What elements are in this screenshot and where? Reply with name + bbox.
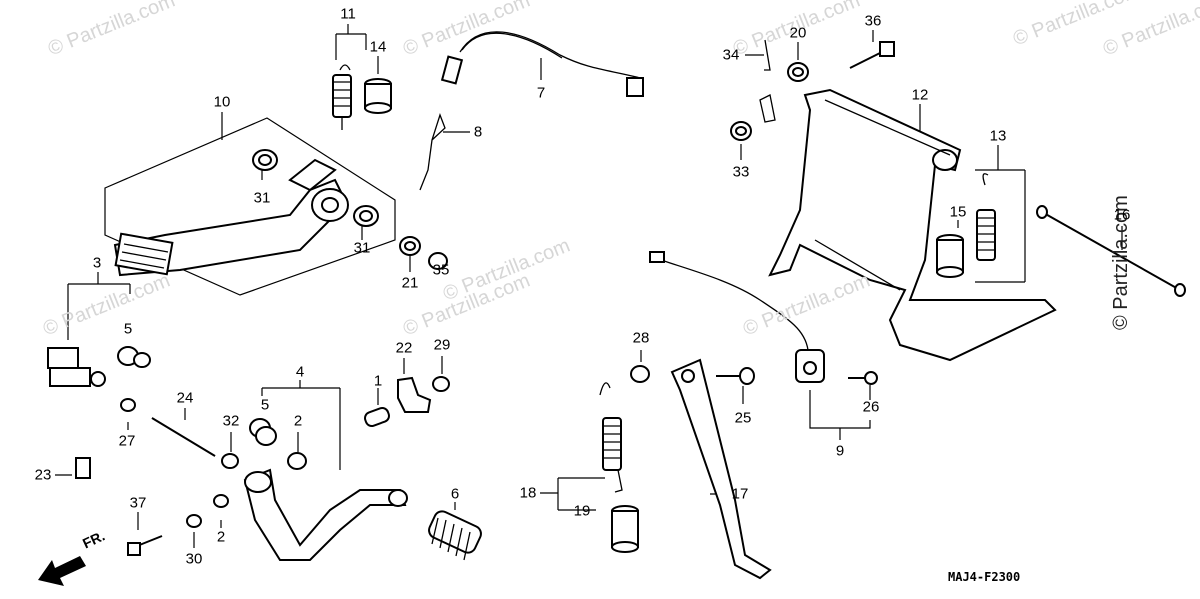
joint-3 — [47, 347, 106, 387]
front-arrow — [38, 556, 86, 586]
bracket-22 — [397, 376, 432, 413]
callout-label: 5 — [123, 320, 133, 338]
bolt-36 — [849, 41, 895, 69]
diagram-code: MAJ4-F2300 — [948, 570, 1021, 584]
spring-8 — [419, 113, 446, 191]
bolt-26 — [848, 371, 878, 385]
rubber-6 — [428, 510, 482, 561]
callout-label: 33 — [732, 163, 750, 181]
callout-label: 37 — [129, 494, 147, 512]
mainstand-12 — [768, 88, 1057, 362]
callout-label: 18 — [519, 484, 537, 502]
callout-label: 13 — [989, 127, 1007, 145]
callout-label: 22 — [395, 339, 413, 357]
pin-1 — [364, 407, 390, 427]
collar-14 — [364, 78, 392, 114]
callout-label: 8 — [473, 123, 483, 141]
callout-label: 16 — [1113, 206, 1131, 224]
callout-label: 28 — [632, 329, 650, 347]
callout-label: 31 — [353, 239, 371, 257]
callout-label: 30 — [185, 550, 203, 568]
callout-label: 36 — [864, 12, 882, 30]
callout-label: 32 — [222, 412, 240, 430]
brake-pedal-10 — [113, 158, 349, 277]
spring-18-collar-19 — [599, 382, 639, 553]
callout-label: 12 — [911, 86, 929, 104]
leader-lines — [55, 24, 1123, 548]
callout-label: 29 — [433, 336, 451, 354]
nut-5 — [117, 346, 151, 368]
nut-27 — [120, 398, 136, 412]
callout-label: 2 — [293, 412, 303, 430]
stop-switch-7 — [440, 31, 644, 97]
callout-label: 5 — [260, 396, 270, 414]
rod-24 — [151, 417, 216, 457]
callout-label: 11 — [340, 5, 356, 23]
nuts-2-32-5 — [186, 418, 307, 528]
callout-label: 3 — [92, 254, 102, 272]
callout-label: 34 — [722, 46, 740, 64]
spring-13-collar-15 — [936, 173, 996, 278]
callout-label: 2 — [216, 528, 226, 546]
callout-label: 7 — [536, 84, 546, 102]
callout-label: 35 — [432, 261, 450, 279]
spring-11 — [332, 64, 352, 130]
callout-label: 9 — [835, 442, 845, 460]
shaft-16 — [1036, 205, 1186, 297]
seals-31 — [252, 149, 379, 227]
callout-label: 25 — [734, 409, 752, 427]
callout-label: 26 — [862, 398, 880, 416]
callout-label: 15 — [949, 203, 967, 221]
nut-29 — [432, 376, 450, 392]
callout-label: 31 — [253, 189, 271, 207]
callout-label: 4 — [295, 363, 305, 381]
washer-21-clip-35 — [399, 236, 448, 270]
callout-label: 19 — [573, 502, 591, 520]
callout-label: 20 — [789, 24, 807, 42]
callout-label: 14 — [369, 38, 387, 56]
callout-label: 23 — [34, 466, 52, 484]
gearshift-4 — [243, 468, 408, 561]
sidestand-17 — [670, 358, 772, 580]
callout-label: 21 — [401, 274, 419, 292]
callout-label: 17 — [731, 485, 749, 503]
callout-label: 10 — [213, 93, 231, 111]
callout-label: 1 — [373, 372, 383, 390]
nut-28 — [630, 365, 650, 383]
switch-9 — [649, 251, 825, 383]
callout-label: 27 — [118, 432, 136, 450]
bolt-23-37 — [75, 457, 163, 556]
bolt-25 — [716, 367, 755, 385]
callout-label: 6 — [450, 485, 460, 503]
callout-label: 24 — [176, 389, 194, 407]
clip-34-washer-20-nut-33 — [730, 39, 809, 141]
